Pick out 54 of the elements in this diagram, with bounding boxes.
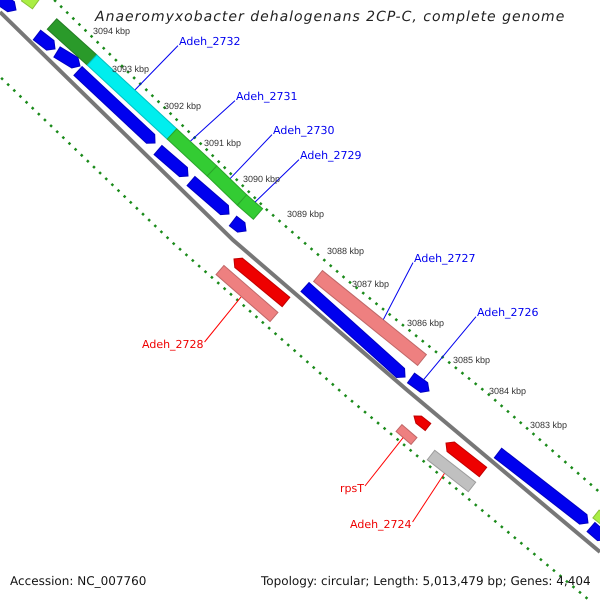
position-label: 3090 kbp: [243, 174, 280, 184]
map-title: Anaeromyxobacter dehalogenans 2CP-C, complete genome: [95, 9, 566, 26]
gene-bar: [395, 424, 418, 446]
gene-bar: [236, 194, 264, 220]
gene-bar: [186, 176, 230, 216]
position-label: 3087 kbp: [352, 279, 390, 290]
gene-bar: [53, 46, 81, 69]
footer-text: Topology: circular; Length: 5,013,479 bp; Genes: 4,404: [261, 575, 591, 589]
leader-line: [382, 262, 414, 320]
gene-bar: [586, 522, 600, 542]
gene-bar: [312, 270, 428, 366]
gene-bar: [73, 66, 156, 144]
footer-text: Accession: NC_007760: [10, 575, 146, 589]
leader-line: [204, 296, 242, 342]
gene-bar: [20, 0, 40, 10]
position-label: 3093 kbp: [112, 64, 150, 74]
leader-line: [190, 100, 236, 142]
gene-label: Adeh_2730: [273, 125, 335, 138]
position-label: 3092 kbp: [164, 101, 202, 112]
gene-bar: [228, 216, 247, 233]
gene-bar: [215, 264, 279, 322]
gene-label: Adeh_2728: [142, 339, 204, 352]
position-label: 3088 kbp: [327, 246, 364, 256]
position-label: 3086 kbp: [407, 318, 444, 328]
position-label: 3084 kbp: [489, 386, 526, 396]
leader-line: [412, 473, 445, 522]
leader-line: [230, 134, 272, 179]
position-label: 3091 kbp: [204, 138, 242, 148]
position-label: 3085 kbp: [453, 355, 490, 366]
gene-bar: [153, 144, 189, 178]
gene-bar: [32, 30, 56, 51]
gene-bar: [0, 0, 17, 12]
gene-label: Adeh_2724: [350, 519, 412, 532]
leader-line: [364, 437, 404, 486]
gene-label: Adeh_2731: [236, 91, 298, 104]
gene-bar: [406, 372, 430, 393]
gene-bar: [494, 448, 589, 525]
gene-bar: [426, 450, 476, 492]
gene-label: rpsT: [340, 483, 364, 496]
gene-label: Adeh_2727: [414, 253, 476, 266]
position-label: 3089 kbp: [287, 209, 324, 220]
gene-bar: [300, 282, 406, 378]
leader-line: [134, 45, 178, 90]
position-label: 3094 kbp: [93, 26, 130, 36]
gene-bar: [233, 258, 291, 308]
leader-line: [254, 159, 300, 203]
gene-bar: [445, 441, 488, 478]
gene-label: Adeh_2726: [477, 307, 539, 320]
gene-label: Adeh_2729: [300, 150, 362, 163]
leader-line: [423, 316, 476, 380]
position-label: 3083 kbp: [530, 420, 568, 430]
gene-bar: [413, 415, 432, 432]
gene-label: Adeh_2732: [179, 36, 241, 49]
gene-bar: [592, 509, 600, 527]
